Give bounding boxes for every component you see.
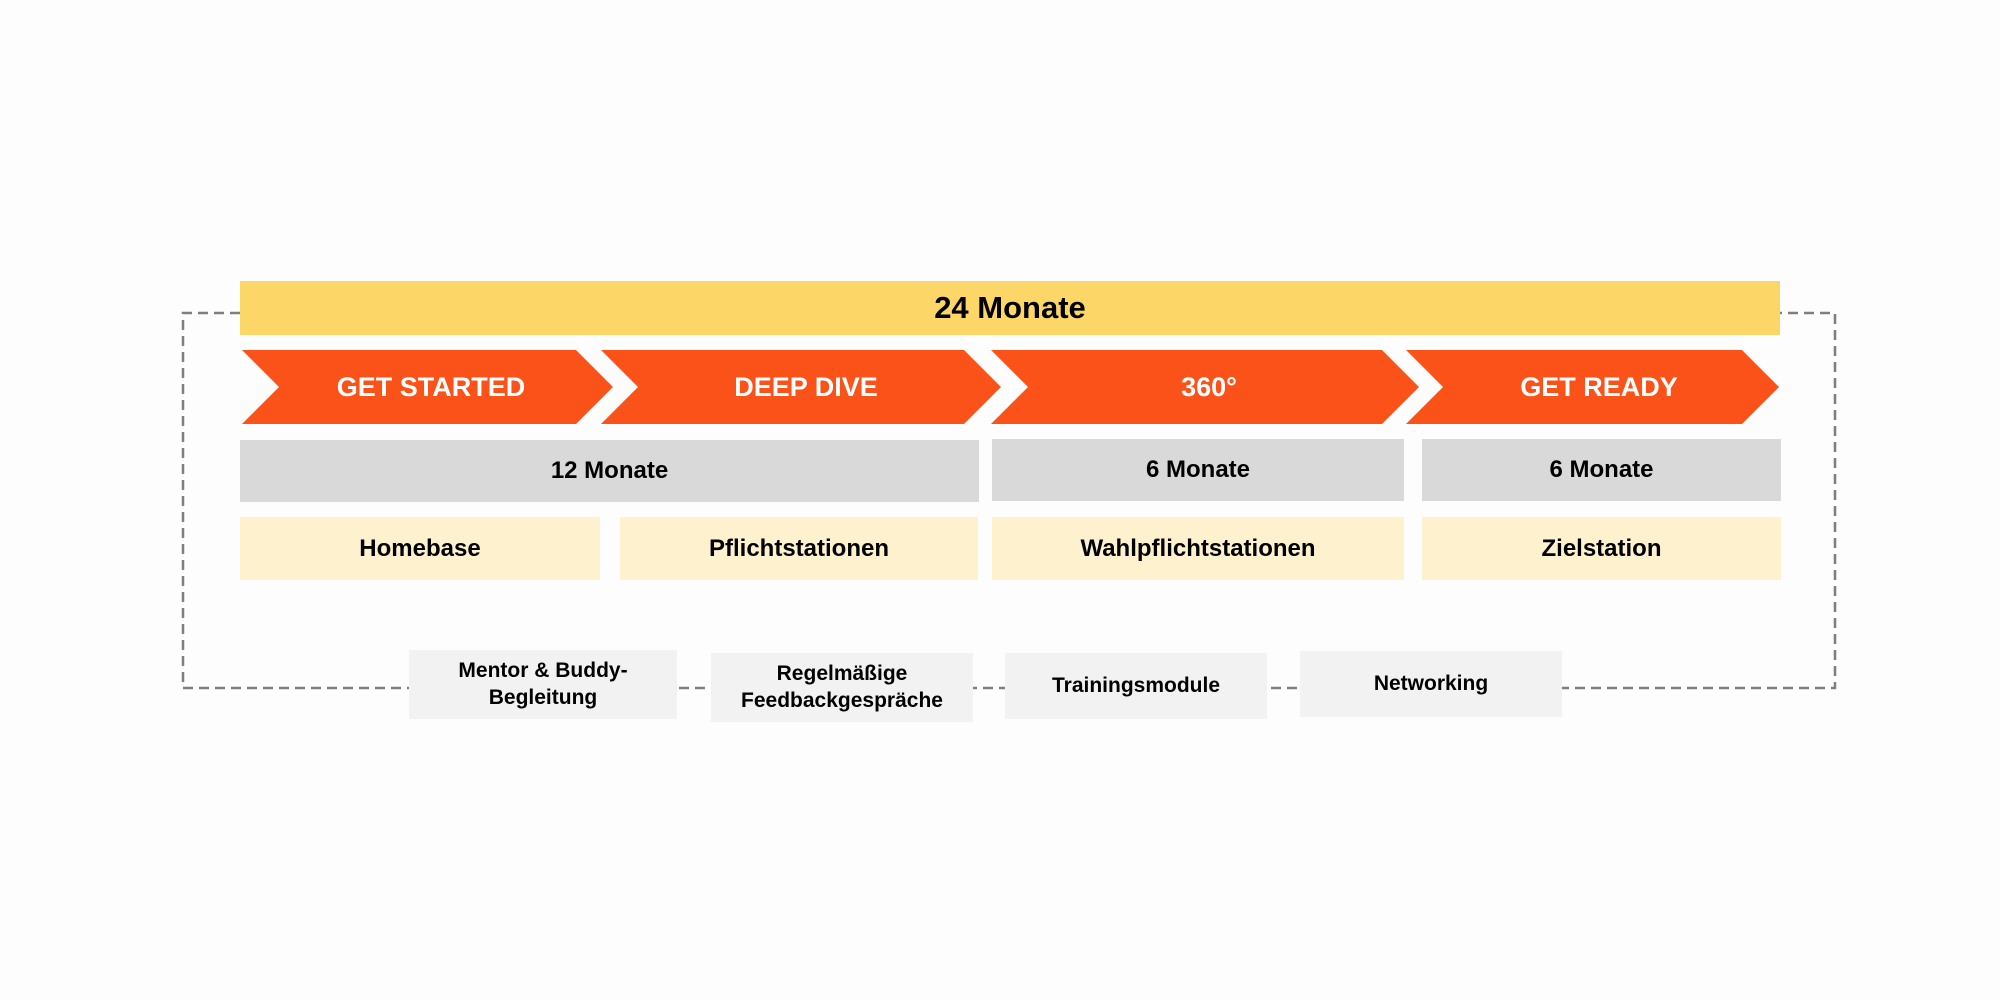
station-label: Pflichtstationen [708, 534, 889, 562]
duration-box: 6 Monate [992, 439, 1404, 501]
station-label: Zielstation [1541, 534, 1662, 562]
duration-box: 6 Monate [1422, 439, 1781, 501]
station-label: Homebase [359, 534, 481, 562]
support-box-trainingsmodule: Trainingsmodule [1005, 653, 1267, 719]
station-box-wahlpflichtstationen: Wahlpflichtstationen [992, 517, 1404, 580]
total-duration-bar: 24 Monate [240, 281, 1780, 335]
station-box-pflichtstationen: Pflichtstationen [620, 517, 978, 580]
support-label: Mentor & Buddy- Begleitung [458, 659, 628, 709]
station-box-homebase: Homebase [240, 517, 600, 580]
support-label: Trainingsmodule [1051, 673, 1221, 697]
phase-label-360: 360° [1181, 371, 1237, 402]
phase-chevron-360 [991, 350, 1419, 424]
station-label: Wahlpflichtstationen [1080, 534, 1316, 562]
support-box-feedback: Regelmäßige Feedbackgespräche [711, 653, 973, 722]
duration-label: 12 Monate [550, 457, 669, 484]
duration-label: 6 Monate [1549, 456, 1654, 483]
phase-chevron-get-started [242, 350, 613, 424]
phase-chevron-get-ready [1406, 350, 1779, 424]
support-label: Networking [1373, 671, 1489, 695]
station-box-zielstation: Zielstation [1422, 517, 1781, 580]
duration-box: 12 Monate [240, 440, 979, 502]
support-box-mentor-buddy: Mentor & Buddy- Begleitung [409, 650, 677, 719]
phase-label-get-started: GET STARTED [336, 371, 526, 402]
phase-chevron-deep-dive [601, 350, 1001, 424]
duration-label: 6 Monate [1145, 456, 1250, 483]
support-box-networking: Networking [1300, 651, 1562, 717]
total-duration-label: 24 Monate [934, 290, 1086, 325]
phase-label-get-ready: GET READY [1520, 371, 1678, 402]
support-label: Regelmäßige Feedbackgespräche [741, 662, 943, 712]
phase-label-deep-dive: DEEP DIVE [734, 371, 878, 402]
